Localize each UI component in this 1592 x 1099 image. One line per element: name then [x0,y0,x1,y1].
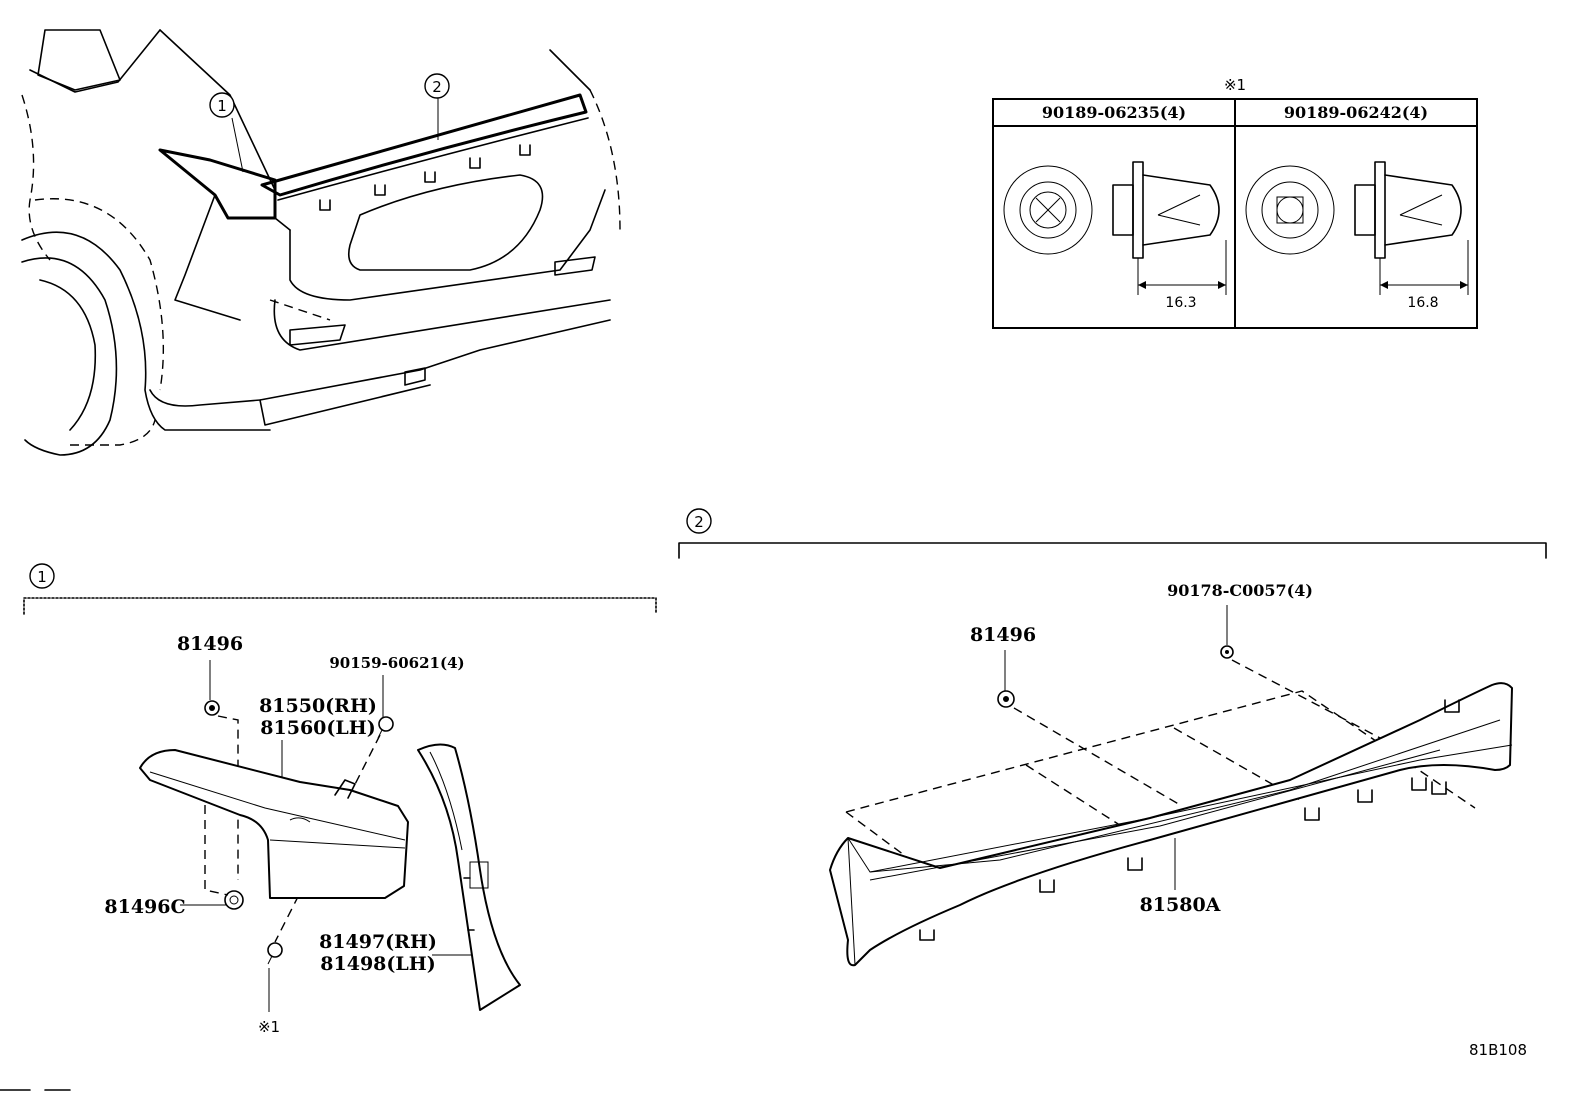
label-81496c: 81496C [104,896,185,918]
overview-callout-2: 2 [424,73,450,99]
clip-90159-60621 [377,716,394,739]
fastener-81496-group2 [997,690,1015,708]
label-81497-rh: 81497(RH) [319,931,437,953]
diagram-code: 81B108 [1469,1041,1527,1059]
clip-note-1 [267,942,283,965]
rear-lamp-81550-81560 [139,749,409,899]
clip-spec-table: ※1 90189-06235(4) 90189-06242(4) 16.3 [992,76,1478,329]
clip-2-top-view [1245,165,1335,255]
svg-text:2: 2 [432,78,442,96]
clip-90178-c0057 [1220,645,1234,659]
label-90159-60621: 90159-60621(4) [329,654,464,672]
label-81498-lh: 81498(LH) [320,953,435,975]
overview-callout-1: 1 [209,92,235,118]
back-door-garnish-81580a [829,682,1513,967]
clip-1-top-view [1003,165,1093,255]
clip-1-dimension: 16.3 [1165,295,1196,311]
svg-text:1: 1 [37,568,47,586]
svg-text:1: 1 [217,97,227,115]
table-col-2-part-no: 90189-06242(4) [1284,103,1428,122]
svg-text:2: 2 [694,513,704,531]
group-2-callout: 2 [686,508,712,534]
label-90178-c0057: 90178-C0057(4) [1167,581,1313,600]
label-81496-group2: 81496 [970,624,1036,646]
label-81580a: 81580A [1140,894,1221,916]
clip-1-side-view: 16.3 [1112,161,1227,311]
vehicle-overview-drawing [21,29,621,456]
group-2-section: 2 90178-C0057(4) 81496 81580A [678,508,1547,1059]
label-81560-lh: 81560(LH) [260,717,375,739]
clip-2-dimension: 16.8 [1407,295,1438,311]
pillar-garnish-81497-81498 [417,743,521,1011]
label-note-ref: ※1 [258,1018,280,1036]
fastener-81496-group1 [204,700,220,716]
table-note-mark: ※1 [1224,76,1246,94]
table-col-1-part-no: 90189-06235(4) [1042,103,1186,122]
group-1-callout: 1 [29,563,55,589]
label-81550-rh: 81550(RH) [259,695,377,717]
label-81496-group1: 81496 [177,633,243,655]
clip-2-side-view: 16.8 [1354,161,1469,311]
group-1-section: 1 81496 90159-60621(4) 81550(RH) 81560(L… [23,563,657,1036]
clip-81496c [224,890,244,910]
